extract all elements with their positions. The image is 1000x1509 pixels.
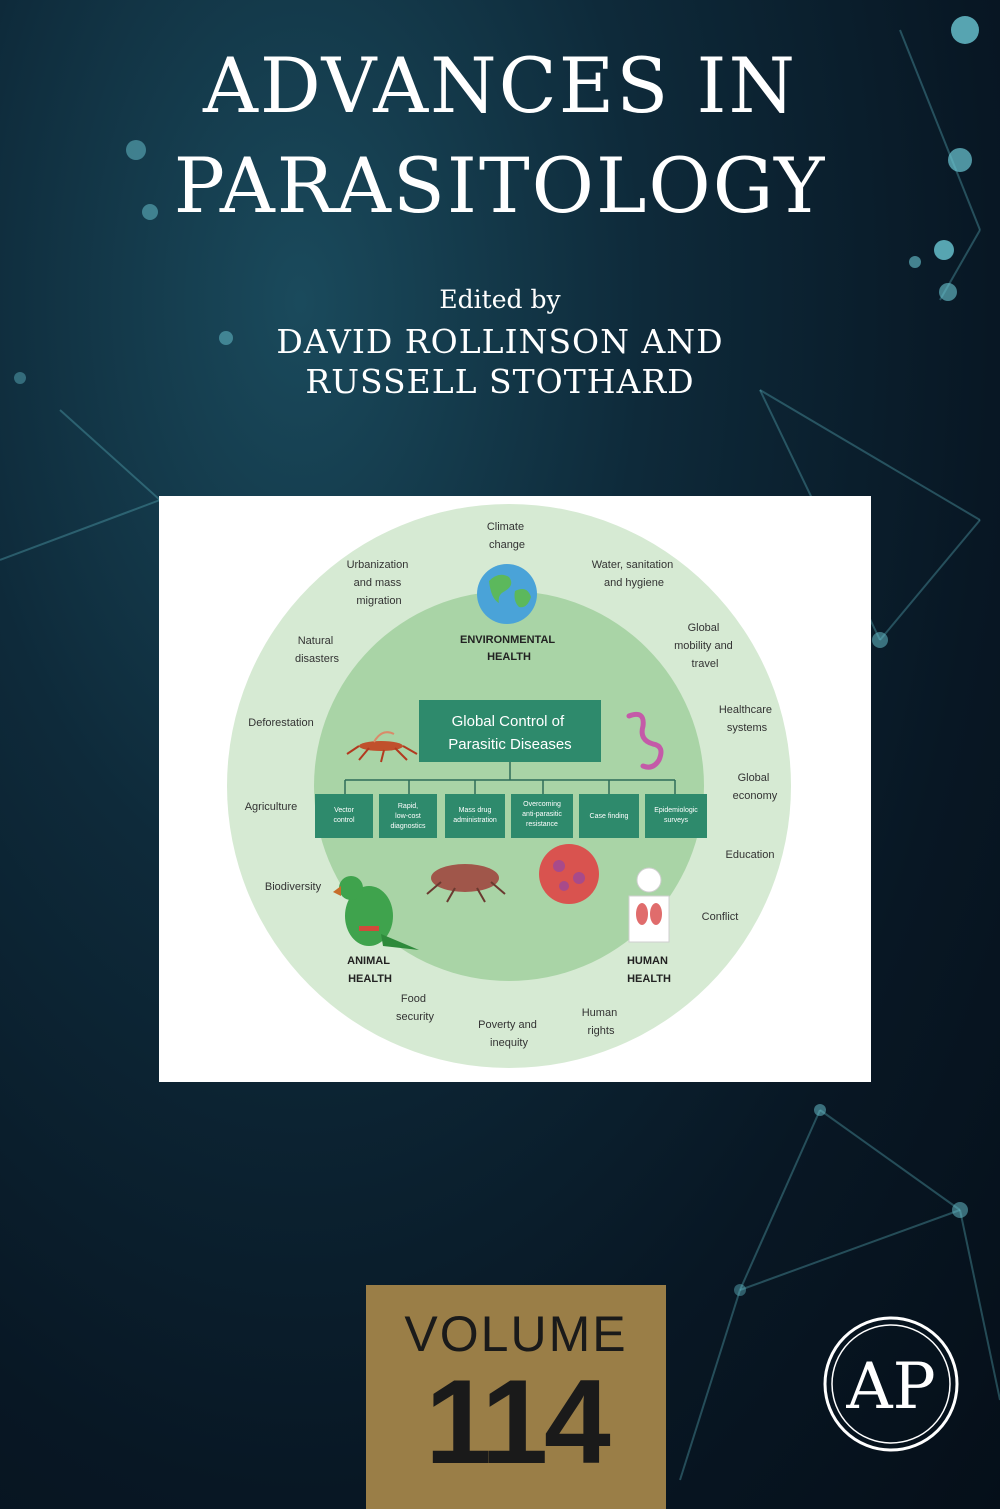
blood-cell-icon (539, 844, 599, 904)
series-title-line-1: ADVANCES IN (203, 41, 797, 130)
worm-icon (626, 711, 664, 770)
editors-line-2: RUSSELL STOTHARD (305, 362, 695, 401)
volume-label: VOLUME (404, 1306, 628, 1362)
connector-lines (344, 762, 676, 794)
insect-icon (426, 864, 506, 903)
series-title-line-2: PARASITOLOGY (173, 141, 827, 230)
publisher-logo: AP (823, 1316, 959, 1452)
human-body-icon (628, 867, 670, 943)
label-human-rights: Human rights (582, 1007, 621, 1037)
label-global-mobility: Global mobility and travel (674, 622, 736, 670)
animal-health-label: ANIMAL HEALTH (347, 955, 393, 985)
editors-line-1: DAVID ROLLINSON AND (276, 322, 724, 361)
environmental-health-label: ENVIRONMENTAL HEALTH (460, 634, 558, 663)
center-box-label: Global Control of Parasitic Diseases (448, 713, 571, 753)
inner-circle (314, 591, 704, 981)
edited-by-label: Edited by (439, 285, 561, 314)
label-deforestation: Deforestation (248, 717, 313, 729)
label-urbanization: Urbanization and mass migration (347, 559, 412, 607)
label-water-sanitation: Water, sanitation and hygiene (592, 559, 677, 589)
label-healthcare-systems: Healthcare systems (719, 704, 775, 734)
label-biodiversity: Biodiversity (265, 881, 322, 893)
svg-text:AP: AP (845, 1350, 935, 1424)
human-health-label: HUMAN HEALTH (627, 955, 671, 985)
parrot-icon (333, 876, 419, 950)
cover-figure: Climate change Urbanization and mass mig… (159, 496, 871, 1082)
globe-icon (477, 564, 537, 624)
label-poverty-inequity: Poverty and inequity (478, 1019, 540, 1049)
volume-box: VOLUME 114 (366, 1285, 666, 1509)
label-education: Education (726, 849, 775, 861)
volume-number: 114 (425, 1355, 611, 1489)
label-global-economy: Global economy (733, 772, 778, 802)
label-natural-disasters: Natural disasters (295, 635, 340, 665)
label-climate-change: Climate change (487, 521, 527, 551)
label-food-security: Food security (396, 993, 434, 1023)
label-conflict: Conflict (702, 911, 739, 923)
one-health-diagram: Climate change Urbanization and mass mig… (227, 504, 791, 1068)
label-agriculture: Agriculture (245, 801, 298, 813)
sub-box-case-finding: Case finding (579, 794, 639, 838)
svg-text:Case finding: Case finding (590, 813, 629, 820)
center-box (419, 700, 601, 762)
mosquito-icon (346, 731, 418, 763)
